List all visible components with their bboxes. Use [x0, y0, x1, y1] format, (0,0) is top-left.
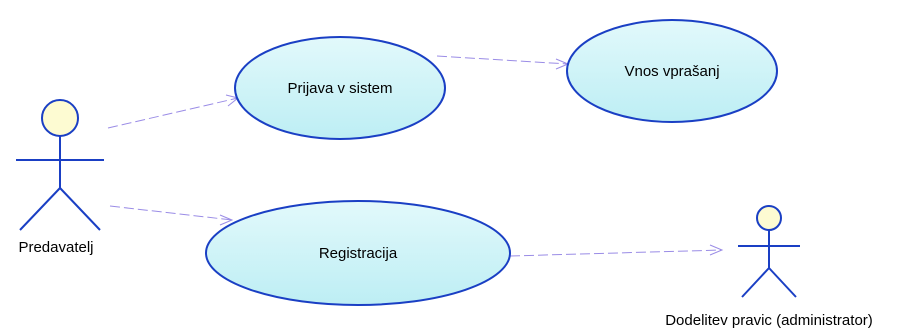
connection-predavatelj-registracija — [109, 205, 234, 226]
actor-predavatelj-label: Predavatelj — [18, 239, 93, 256]
actor-administrator-label: Dodelitev pravic (administrator) — [665, 312, 873, 329]
actor-administrator[interactable]: Dodelitev pravic (administrator) — [665, 205, 873, 329]
connection-registracija-administrator — [509, 244, 724, 257]
actor-predavatelj[interactable]: Predavatelj — [16, 99, 104, 256]
connection-predavatelj-prijava — [107, 94, 240, 129]
use-case-vnos-label: Vnos vprašanj — [624, 63, 719, 80]
connection-prijava-vnos — [436, 55, 570, 70]
use-case-prijava-label: Prijava v sistem — [287, 80, 392, 97]
actor-figure-icon — [738, 205, 800, 298]
use-case-prijava[interactable]: Prijava v sistem — [234, 36, 446, 140]
use-case-registracija[interactable]: Registracija — [205, 200, 511, 306]
use-case-registracija-label: Registracija — [319, 245, 398, 262]
actor-figure-icon — [16, 99, 104, 231]
use-case-vnos[interactable]: Vnos vprašanj — [566, 19, 778, 123]
